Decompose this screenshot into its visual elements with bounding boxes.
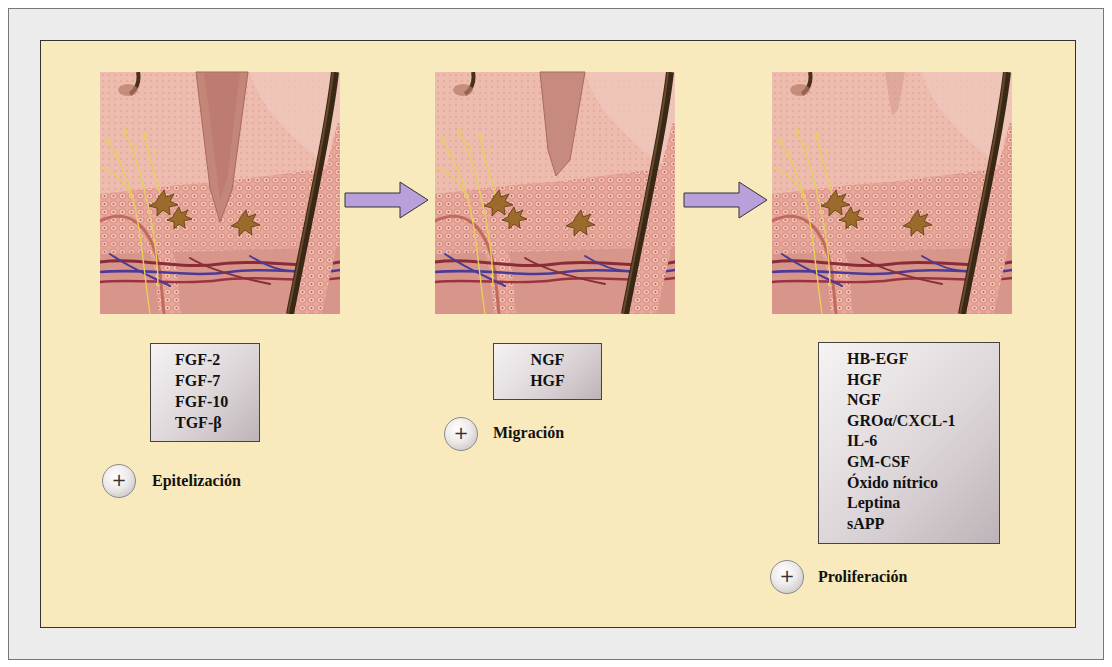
- factor-name: Leptina: [847, 493, 987, 514]
- factor-name: FGF-7: [175, 370, 247, 391]
- step-arrow: [345, 182, 428, 218]
- step-arrow: [684, 182, 767, 218]
- plus-sign: +: [453, 424, 468, 442]
- process-label: Migración: [493, 424, 564, 442]
- factor-box: HB-EGFHGFNGFGROα/CXCL-1IL-6GM-CSFÓxido n…: [818, 342, 1000, 544]
- plus-sign: +: [779, 567, 794, 585]
- factor-box: FGF-2FGF-7FGF-10TGF-β: [150, 343, 260, 442]
- plus-sign: +: [111, 471, 126, 489]
- plus-circle: +: [444, 417, 478, 451]
- factor-box: NGFHGF: [493, 343, 602, 400]
- process-label: Proliferación: [818, 568, 907, 586]
- factor-name: GM-CSF: [847, 452, 987, 473]
- factor-name: sAPP: [847, 514, 987, 535]
- factor-name: FGF-10: [175, 391, 247, 412]
- factor-name: Óxido nítrico: [847, 473, 987, 494]
- factor-name: FGF-2: [175, 349, 247, 370]
- factor-name: NGF: [847, 390, 987, 411]
- plus-circle: +: [102, 464, 136, 498]
- factor-name: HGF: [504, 370, 591, 391]
- factor-name: GROα/CXCL-1: [847, 411, 987, 432]
- process-label: Epitelización: [152, 472, 241, 490]
- factor-name: TGF-β: [175, 412, 247, 433]
- factor-name: NGF: [504, 349, 591, 370]
- factor-name: HGF: [847, 370, 987, 391]
- factor-name: IL-6: [847, 431, 987, 452]
- factor-name: HB-EGF: [847, 349, 987, 370]
- skin-panel-1: [96, 72, 352, 322]
- plus-circle: +: [770, 560, 804, 594]
- skin-panel-2: [431, 72, 687, 322]
- skin-panel-3: [768, 72, 1024, 322]
